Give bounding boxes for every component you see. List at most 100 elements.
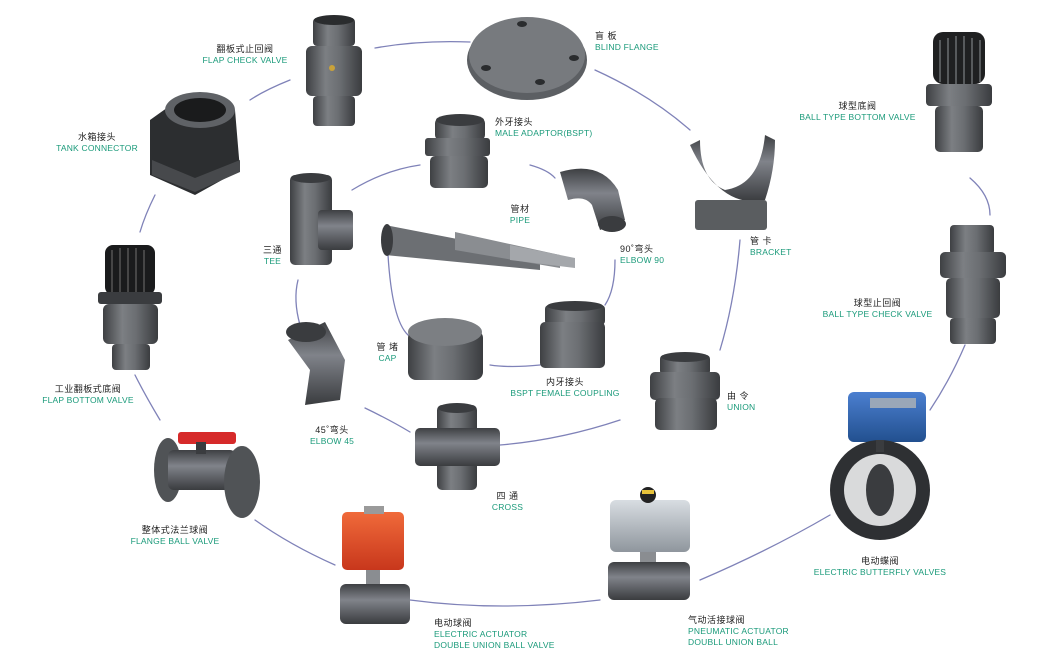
- label-en: BALL TYPE CHECK VALVE: [822, 309, 933, 319]
- label-blind-flange: 盲 板 BLIND FLANGE: [595, 31, 670, 53]
- blind-flange-image: [467, 17, 587, 100]
- label-elbow-45: 45˚弯头 ELBOW 45: [302, 425, 362, 447]
- label-en: ELBOW 90: [620, 255, 665, 265]
- connector-line: [364, 407, 411, 433]
- label-cn: 翻板式止回阀: [216, 44, 274, 54]
- label-cn: 45˚弯头: [315, 425, 349, 435]
- elbow-45-image: [286, 322, 345, 405]
- label-cn: 电动球阀: [434, 618, 473, 628]
- connector-line: [699, 514, 831, 581]
- label-cn: 球型止回阀: [853, 298, 902, 308]
- label-tee: 三通 TEE: [255, 245, 290, 267]
- label-cap: 管 堵 CAP: [370, 342, 405, 364]
- label-cn: 内牙接头: [545, 377, 584, 387]
- connector-line: [499, 419, 621, 446]
- label-ball-type-bottom-valve: 球型底阀 BALL TYPE BOTTOM VALVE: [795, 101, 920, 123]
- label-cn: 水箱接头: [77, 132, 116, 142]
- label-cn: 气动活接球阀: [688, 615, 746, 625]
- label-en: FLAP BOTTOM VALVE: [42, 395, 134, 405]
- label-male-adaptor: 外牙接头 MALE ADAPTOR(BSPT): [495, 117, 595, 139]
- connector-line: [295, 279, 301, 326]
- connector-line: [387, 254, 409, 336]
- ball-type-bottom-valve-image: [926, 32, 992, 152]
- connector-line: [719, 239, 741, 351]
- label-cn: 整体式法兰球阀: [141, 525, 209, 535]
- flange-ball-valve-image: [154, 432, 260, 518]
- label-tank-connector: 水箱接头 TANK CONNECTOR: [52, 132, 142, 154]
- label-bracket: 管 卡 BRACKET: [750, 236, 805, 258]
- tee-image: [290, 173, 353, 265]
- label-cn: 球型底阀: [838, 101, 877, 111]
- bracket-image: [690, 135, 775, 230]
- elbow-90-image: [560, 168, 626, 232]
- label-en: BALL TYPE BOTTOM VALVE: [799, 112, 916, 122]
- label-en: BSPT FEMALE COUPLING: [510, 388, 620, 398]
- label-flap-check-valve: 翻板式止回阀 FLAP CHECK VALVE: [195, 44, 295, 66]
- label-en: FLANGE BALL VALVE: [130, 536, 220, 546]
- label-en: BRACKET: [750, 247, 792, 257]
- label-cn: 四 通: [496, 491, 519, 501]
- label-bspt-female-coupling: 内牙接头 BSPT FEMALE COUPLING: [505, 377, 625, 399]
- union-image: [650, 352, 720, 430]
- electric-butterfly-valves-image: [830, 392, 930, 540]
- label-en: FLAP CHECK VALVE: [202, 55, 288, 65]
- label-flange-ball-valve: 整体式法兰球阀 FLANGE BALL VALVE: [125, 525, 225, 547]
- label-cn: 90˚弯头: [620, 244, 654, 254]
- connector-line: [594, 69, 691, 131]
- label-en: PNEUMATIC ACTUATOR: [688, 626, 789, 636]
- ball-type-check-valve-image: [940, 225, 1006, 344]
- label-cn: 三通: [262, 245, 282, 255]
- label-en: ELECTRIC ACTUATOR: [434, 629, 528, 639]
- label-cn: 工业翻板式底阀: [54, 384, 122, 394]
- label-cn: 电动蝶阀: [860, 556, 899, 566]
- male-adaptor-image: [425, 114, 490, 188]
- label-en: CROSS: [491, 502, 524, 512]
- label-en-line2: DOUBLL UNION BALL: [688, 637, 779, 647]
- connector-line: [134, 374, 161, 421]
- label-flap-bottom-valve: 工业翻板式底阀 FLAP BOTTOM VALVE: [38, 384, 138, 406]
- label-pneumatic-actuator: 气动活接球阀 PNEUMATIC ACTUATOR DOUBLL UNION B…: [688, 615, 798, 648]
- tank-connector-image: [150, 92, 240, 195]
- label-electric-actuator: 电动球阀 ELECTRIC ACTUATOR DOUBLE UNION BALL…: [434, 618, 564, 651]
- label-en: MALE ADAPTOR(BSPT): [495, 128, 593, 138]
- label-cn: 由 令: [727, 391, 750, 401]
- cross-image: [415, 403, 500, 490]
- label-en: TEE: [263, 256, 282, 266]
- label-en: TANK CONNECTOR: [56, 143, 138, 153]
- connector-line: [489, 364, 541, 368]
- label-en: ELBOW 45: [309, 436, 355, 446]
- label-cn: 管材: [510, 204, 530, 214]
- label-ball-type-check-valve: 球型止回阀 BALL TYPE CHECK VALVE: [815, 298, 940, 320]
- connector-line: [249, 79, 291, 101]
- label-en: BLIND FLANGE: [595, 42, 659, 52]
- connector-line: [254, 519, 336, 566]
- cap-image: [408, 318, 483, 380]
- label-union: 由 令 UNION: [727, 391, 767, 413]
- flap-bottom-valve-image: [98, 245, 162, 370]
- label-cn: 管 卡: [750, 236, 773, 246]
- label-en: CAP: [378, 353, 397, 363]
- connector-line: [969, 177, 991, 216]
- connector-line: [351, 164, 421, 191]
- label-cn: 外牙接头: [495, 117, 534, 127]
- label-cn: 管 堵: [376, 342, 399, 352]
- label-en: ELECTRIC BUTTERFLY VALVES: [813, 567, 947, 577]
- label-en: UNION: [727, 402, 756, 412]
- label-electric-butterfly-valves: 电动蝶阀 ELECTRIC BUTTERFLY VALVES: [810, 556, 950, 578]
- connector-line: [604, 259, 616, 306]
- bspt-female-coupling-image: [540, 301, 605, 368]
- connector-line: [929, 344, 966, 411]
- connector-line: [409, 599, 601, 607]
- flap-check-valve-image: [306, 15, 362, 126]
- label-cross: 四 通 CROSS: [485, 491, 530, 513]
- pneumatic-actuator-image: [608, 487, 690, 600]
- electric-actuator-image: [340, 506, 410, 624]
- label-en-line2: DOUBLE UNION BALL VALVE: [434, 640, 555, 650]
- connector-line: [529, 164, 556, 179]
- label-pipe: 管材 PIPE: [500, 204, 540, 226]
- label-en: PIPE: [509, 215, 531, 225]
- connector-line: [139, 194, 156, 233]
